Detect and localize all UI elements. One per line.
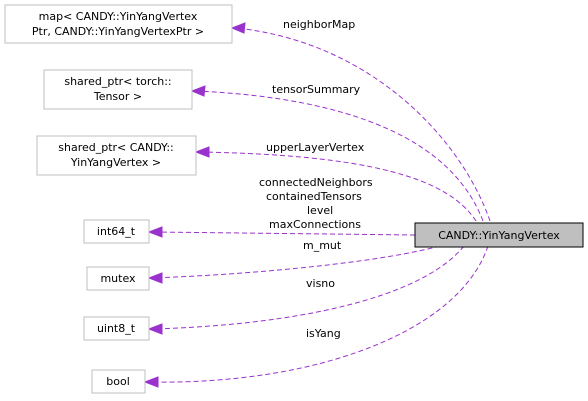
edge-visno-label: visno bbox=[306, 277, 335, 290]
node-shared-ptr-tensor-label-line2: Tensor > bbox=[93, 90, 142, 103]
node-uint8[interactable]: uint8_t bbox=[83, 316, 150, 341]
node-int64-label: int64_t bbox=[97, 225, 136, 238]
edge-is-yang: isYang bbox=[143, 245, 489, 388]
node-int64-box bbox=[83, 219, 150, 244]
edge-m-mut-label: m_mut bbox=[303, 239, 342, 252]
edge-m-mut-line bbox=[152, 245, 441, 279]
edge-int64-label-level: level bbox=[307, 204, 333, 217]
node-shared-ptr-vertex-box bbox=[36, 135, 197, 176]
edge-int64-label-connected-neighbors: connectedNeighbors bbox=[259, 176, 373, 189]
node-bool[interactable]: bool bbox=[91, 369, 146, 394]
node-candy-yin-yang-vertex-label: CANDY::YinYangVertex bbox=[438, 229, 560, 242]
node-candy-yin-yang-vertex-box bbox=[414, 222, 584, 248]
node-int64[interactable]: int64_t bbox=[83, 219, 150, 244]
edge-int64-label-contained-tensors: containedTensors bbox=[266, 190, 362, 203]
edge-int64-members-arrowhead bbox=[147, 226, 163, 238]
edge-visno-line bbox=[152, 245, 465, 330]
edge-neighbor-map-label: neighborMap bbox=[283, 18, 355, 31]
edge-tensor-summary-label: tensorSummary bbox=[272, 83, 361, 96]
edge-tensor-summary: tensorSummary bbox=[190, 83, 484, 222]
node-shared-ptr-tensor[interactable]: shared_ptr< torch:: Tensor > bbox=[43, 69, 193, 110]
node-bool-label: bool bbox=[106, 375, 130, 388]
edge-tensor-summary-line bbox=[195, 90, 484, 222]
edge-neighbor-map-line bbox=[235, 27, 491, 222]
edge-tensor-summary-arrowhead bbox=[190, 85, 206, 97]
edge-visno-arrowhead bbox=[147, 323, 163, 335]
node-uint8-box bbox=[83, 316, 150, 341]
node-map-label-line1: map< CANDY::YinYangVertex bbox=[39, 10, 198, 23]
edge-neighbor-map-arrowhead bbox=[230, 22, 246, 34]
edge-int64-label-max-connections: maxConnections bbox=[269, 218, 361, 231]
edge-neighbor-map: neighborMap bbox=[230, 18, 491, 222]
node-shared-ptr-tensor-label-line1: shared_ptr< torch:: bbox=[64, 75, 171, 88]
edge-upper-layer-vertex: upperLayerVertex bbox=[194, 141, 477, 222]
node-map-box bbox=[4, 4, 233, 44]
node-shared-ptr-vertex-label-line2: YinYangVertex > bbox=[70, 156, 161, 169]
node-map-label-line2: Ptr, CANDY::YinYangVertexPtr > bbox=[32, 25, 204, 38]
node-shared-ptr-vertex-label-line1: shared_ptr< CANDY:: bbox=[58, 141, 173, 154]
node-uint8-label: uint8_t bbox=[97, 322, 136, 335]
node-mutex-label: mutex bbox=[100, 272, 136, 285]
node-shared-ptr-tensor-box bbox=[43, 69, 193, 110]
edge-int64-members: connectedNeighbors containedTensors leve… bbox=[147, 176, 416, 238]
node-map[interactable]: map< CANDY::YinYangVertex Ptr, CANDY::Yi… bbox=[4, 4, 233, 44]
node-candy-yin-yang-vertex[interactable]: CANDY::YinYangVertex bbox=[414, 222, 584, 248]
edge-upper-layer-vertex-label: upperLayerVertex bbox=[266, 141, 365, 154]
edge-upper-layer-vertex-line bbox=[199, 151, 477, 222]
edge-m-mut: m_mut bbox=[147, 239, 441, 284]
node-mutex-box bbox=[86, 266, 150, 291]
edge-is-yang-line bbox=[148, 245, 489, 383]
node-bool-box bbox=[91, 369, 146, 394]
edge-is-yang-arrowhead bbox=[143, 376, 159, 388]
edge-upper-layer-vertex-arrowhead bbox=[194, 146, 210, 158]
edge-visno: visno bbox=[147, 245, 465, 335]
node-mutex[interactable]: mutex bbox=[86, 266, 150, 291]
edge-is-yang-label: isYang bbox=[306, 327, 341, 340]
node-shared-ptr-vertex[interactable]: shared_ptr< CANDY:: YinYangVertex > bbox=[36, 135, 197, 176]
edge-int64-members-line bbox=[152, 231, 416, 236]
edge-m-mut-arrowhead bbox=[147, 272, 163, 284]
